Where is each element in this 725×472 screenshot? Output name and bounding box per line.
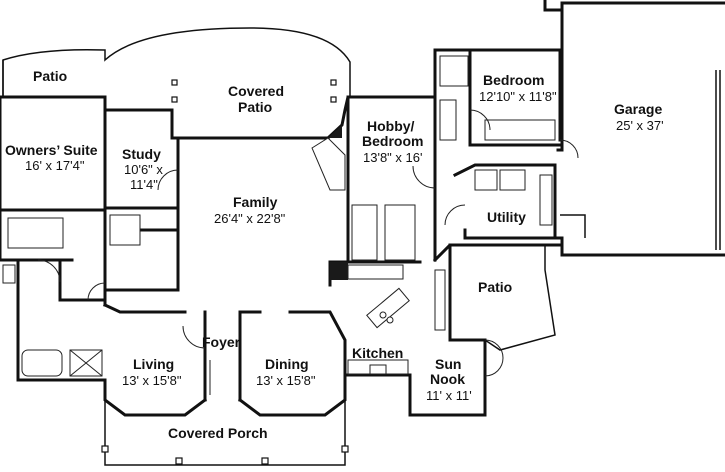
patio-top-label: Patio <box>33 68 67 84</box>
study-dimensions-line1: 10'6" x <box>124 162 163 177</box>
garage-area <box>543 0 725 257</box>
study-dimensions-line2: 11'4" <box>130 177 158 192</box>
dining-label: Dining <box>265 356 309 372</box>
room-labels: Patio Covered Patio Owners’ Suite 16' x … <box>5 68 664 441</box>
garage-dimensions: 25' x 37' <box>616 118 664 133</box>
hobby-bedroom-label-line1: Hobby/ <box>367 118 415 134</box>
utility-label: Utility <box>487 209 526 225</box>
covered-porch-area <box>101 400 349 466</box>
bedroom-dimensions: 12'10" x 11'8" <box>479 89 557 104</box>
patio-right-label: Patio <box>478 279 512 295</box>
study-label: Study <box>122 146 161 162</box>
hobby-bedroom-dimensions: 13'8" x 16' <box>363 150 422 165</box>
dining-dimensions: 13' x 15'8" <box>256 373 316 388</box>
covered-porch-label: Covered Porch <box>168 425 268 441</box>
sun-nook-label-line1: Sun <box>435 356 461 372</box>
foyer-label: Foyer <box>202 334 241 350</box>
family-dimensions: 26'4" x 22'8" <box>214 211 286 226</box>
sun-nook-label-line2: Nook <box>430 371 465 387</box>
sun-nook-dimensions: 11' x 11' <box>426 388 472 403</box>
right-patio-area <box>484 214 586 351</box>
garage-label: Garage <box>614 101 662 117</box>
hobby-bedroom-label-line2: Bedroom <box>362 133 423 149</box>
living-label: Living <box>133 356 174 372</box>
covered-patio-label-line2: Patio <box>238 99 272 115</box>
bedroom-label: Bedroom <box>483 72 544 88</box>
living-dimensions: 13' x 15'8" <box>122 373 182 388</box>
kitchen-label: Kitchen <box>352 345 403 361</box>
covered-patio-area <box>2 27 351 103</box>
owners-suite-label: Owners’ Suite <box>5 142 98 158</box>
fixtures <box>2 55 556 377</box>
covered-patio-label-line1: Covered <box>228 83 284 99</box>
door-swings <box>37 109 579 395</box>
family-label: Family <box>233 194 278 210</box>
owners-suite-dimensions: 16' x 17'4" <box>25 158 85 173</box>
